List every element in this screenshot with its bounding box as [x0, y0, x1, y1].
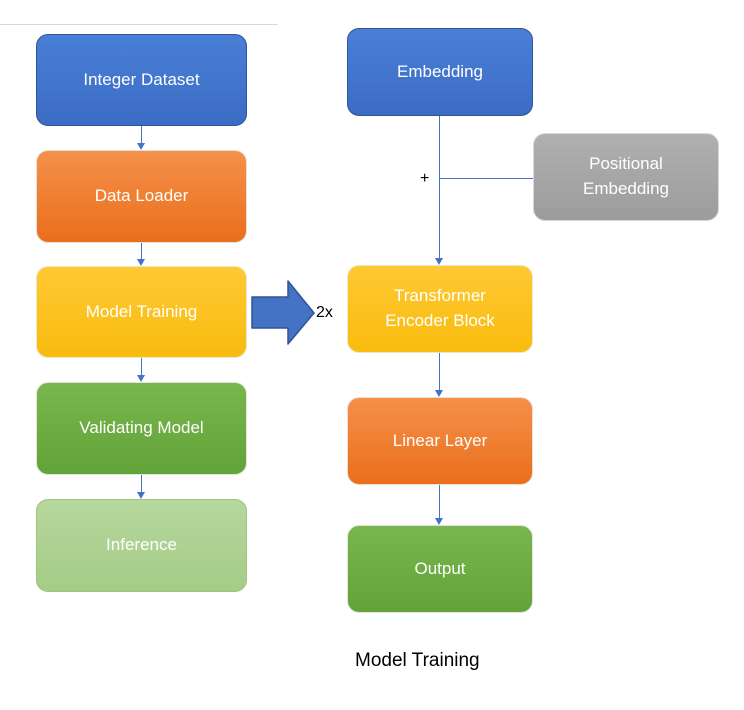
connector-arrowhead: [137, 259, 145, 266]
connector-line: [141, 243, 142, 259]
connector-line: [439, 116, 440, 260]
connector-line: [141, 358, 142, 375]
top-divider: [0, 24, 278, 25]
connector-arrowhead: [435, 518, 443, 525]
transformer-encoder-block-box[interactable]: Transformer Encoder Block: [347, 265, 533, 353]
diagram-caption: Model Training: [355, 650, 480, 671]
validating-model-label: Validating Model: [79, 418, 204, 438]
positional-embedding-box[interactable]: Positional Embedding: [533, 133, 719, 221]
embedding-label: Embedding: [396, 61, 483, 81]
model-training-box[interactable]: Model Training: [36, 266, 247, 358]
model-training-label: Model Training: [85, 301, 198, 321]
repeat-label: 2x: [316, 304, 333, 321]
data-loader-box[interactable]: Data Loader: [36, 150, 247, 243]
linear-layer-label: Linear Layer: [392, 430, 488, 450]
validating-model-box[interactable]: Validating Model: [36, 382, 247, 475]
output-label: Output: [414, 558, 466, 578]
inference-box[interactable]: Inference: [36, 499, 247, 592]
connector-line: [141, 475, 142, 492]
embedding-box[interactable]: Embedding: [347, 28, 533, 116]
linear-layer-box[interactable]: Linear Layer: [347, 397, 533, 485]
output-box[interactable]: Output: [347, 525, 533, 613]
data-loader-label: Data Loader: [94, 186, 189, 206]
plus-sign: +: [420, 170, 430, 187]
positional-embedding-label-line2: Embedding: [582, 179, 669, 198]
connector-arrowhead: [435, 258, 443, 265]
inference-label: Inference: [106, 535, 177, 555]
transformer-label-line2: Encoder Block: [385, 311, 495, 330]
connector-arrowhead: [435, 390, 443, 397]
connector-arrowhead: [137, 492, 145, 499]
connector-arrowhead: [137, 375, 145, 382]
expand-arrow-icon: [251, 280, 315, 345]
connector-arrowhead: [137, 143, 145, 150]
connector-line: [439, 485, 440, 519]
integer-dataset-label: Integer Dataset: [83, 69, 200, 89]
connector-line: [439, 353, 440, 391]
integer-dataset-box[interactable]: Integer Dataset: [36, 34, 247, 126]
positional-connector-line: [440, 178, 533, 179]
transformer-label-line1: Transformer: [394, 286, 486, 306]
positional-embedding-label-line1: Positional: [589, 154, 663, 174]
connector-line: [141, 126, 142, 143]
